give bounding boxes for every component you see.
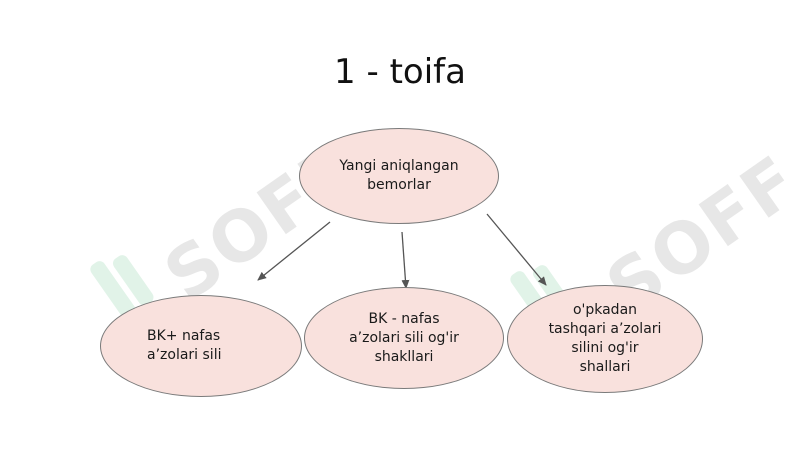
arrow-root-to-middle (401, 231, 410, 289)
node-middle-label: BK - nafas a’zolari sili og'ir shakllari (349, 310, 459, 365)
node-root-label: Yangi aniqlangan bemorlar (339, 158, 459, 193)
arrow-root-to-right (486, 213, 547, 286)
slide-title: 1 - toifa (334, 52, 466, 92)
node-left: BK+ nafas a’zolari sili (100, 295, 302, 397)
node-right-label: o'pkadan tashqari a’zolari silini og'ir … (548, 302, 662, 375)
node-left-label: BK+ nafas a’zolari sili (147, 328, 222, 363)
node-right: o'pkadan tashqari a’zolari silini og'ir … (507, 285, 703, 393)
node-root: Yangi aniqlangan bemorlar (299, 128, 499, 224)
arrow-root-to-left (257, 221, 331, 281)
node-middle: BK - nafas a’zolari sili og'ir shakllari (304, 287, 504, 389)
